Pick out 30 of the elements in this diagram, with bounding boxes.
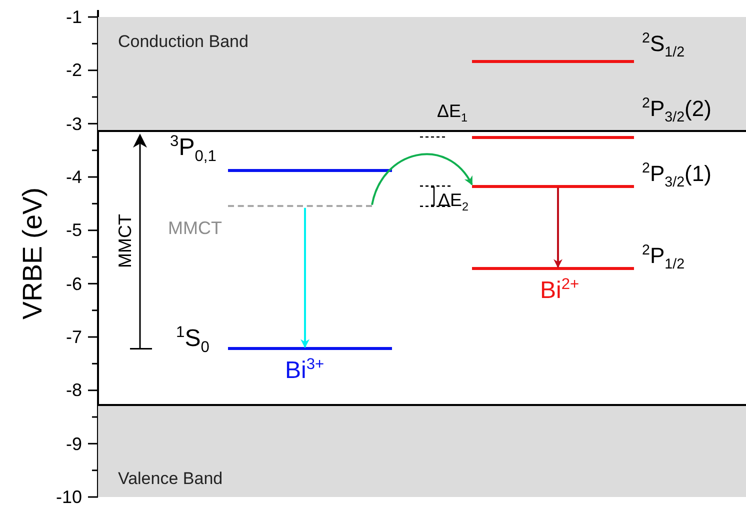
tick-label: -8 [64,381,82,400]
transition-arrow [554,188,562,268]
level-label: $^{2}$S$_{1/2}$ [642,32,685,55]
level-label: MMCT [168,218,222,237]
tick-label: -4 [64,168,82,186]
energy-level-line [472,136,634,138]
ion-label: Bi$^{3+}$ [285,359,324,384]
tick-label: -5 [64,221,82,240]
delta-e-label: ΔE$_{1}$ [437,102,468,120]
tick-label: -10 [54,488,82,506]
ion-label: Bi$^{2+}$ [540,279,580,304]
tick-label: -7 [64,328,82,346]
tick-label: -3 [64,114,82,133]
tick-label: -2 [64,61,82,80]
arrow-label: MMCT [116,213,134,270]
energy-band [98,17,746,132]
level-label: $^{1}$S$_{0}$ [176,327,210,352]
band-label: Conduction Band [118,33,248,50]
axis-title: VRBE (eV) [20,186,46,322]
transition-arrow [371,153,473,206]
transition-arrow [300,208,310,348]
level-label: $^{2}$P$_{1/2}$ [642,245,685,268]
tick-label: -1 [64,8,82,26]
energy-band [98,404,746,497]
level-label: $^{2}$P$_{3/2}$(1) [642,162,712,185]
band-label: Valence Band [118,470,223,487]
tick-label: -6 [64,274,82,293]
tick-label: -9 [64,434,82,453]
level-label: $^{2}$P$_{3/2}$(2) [642,98,712,120]
delta-e-label: ΔE$_{2}$ [438,191,469,209]
